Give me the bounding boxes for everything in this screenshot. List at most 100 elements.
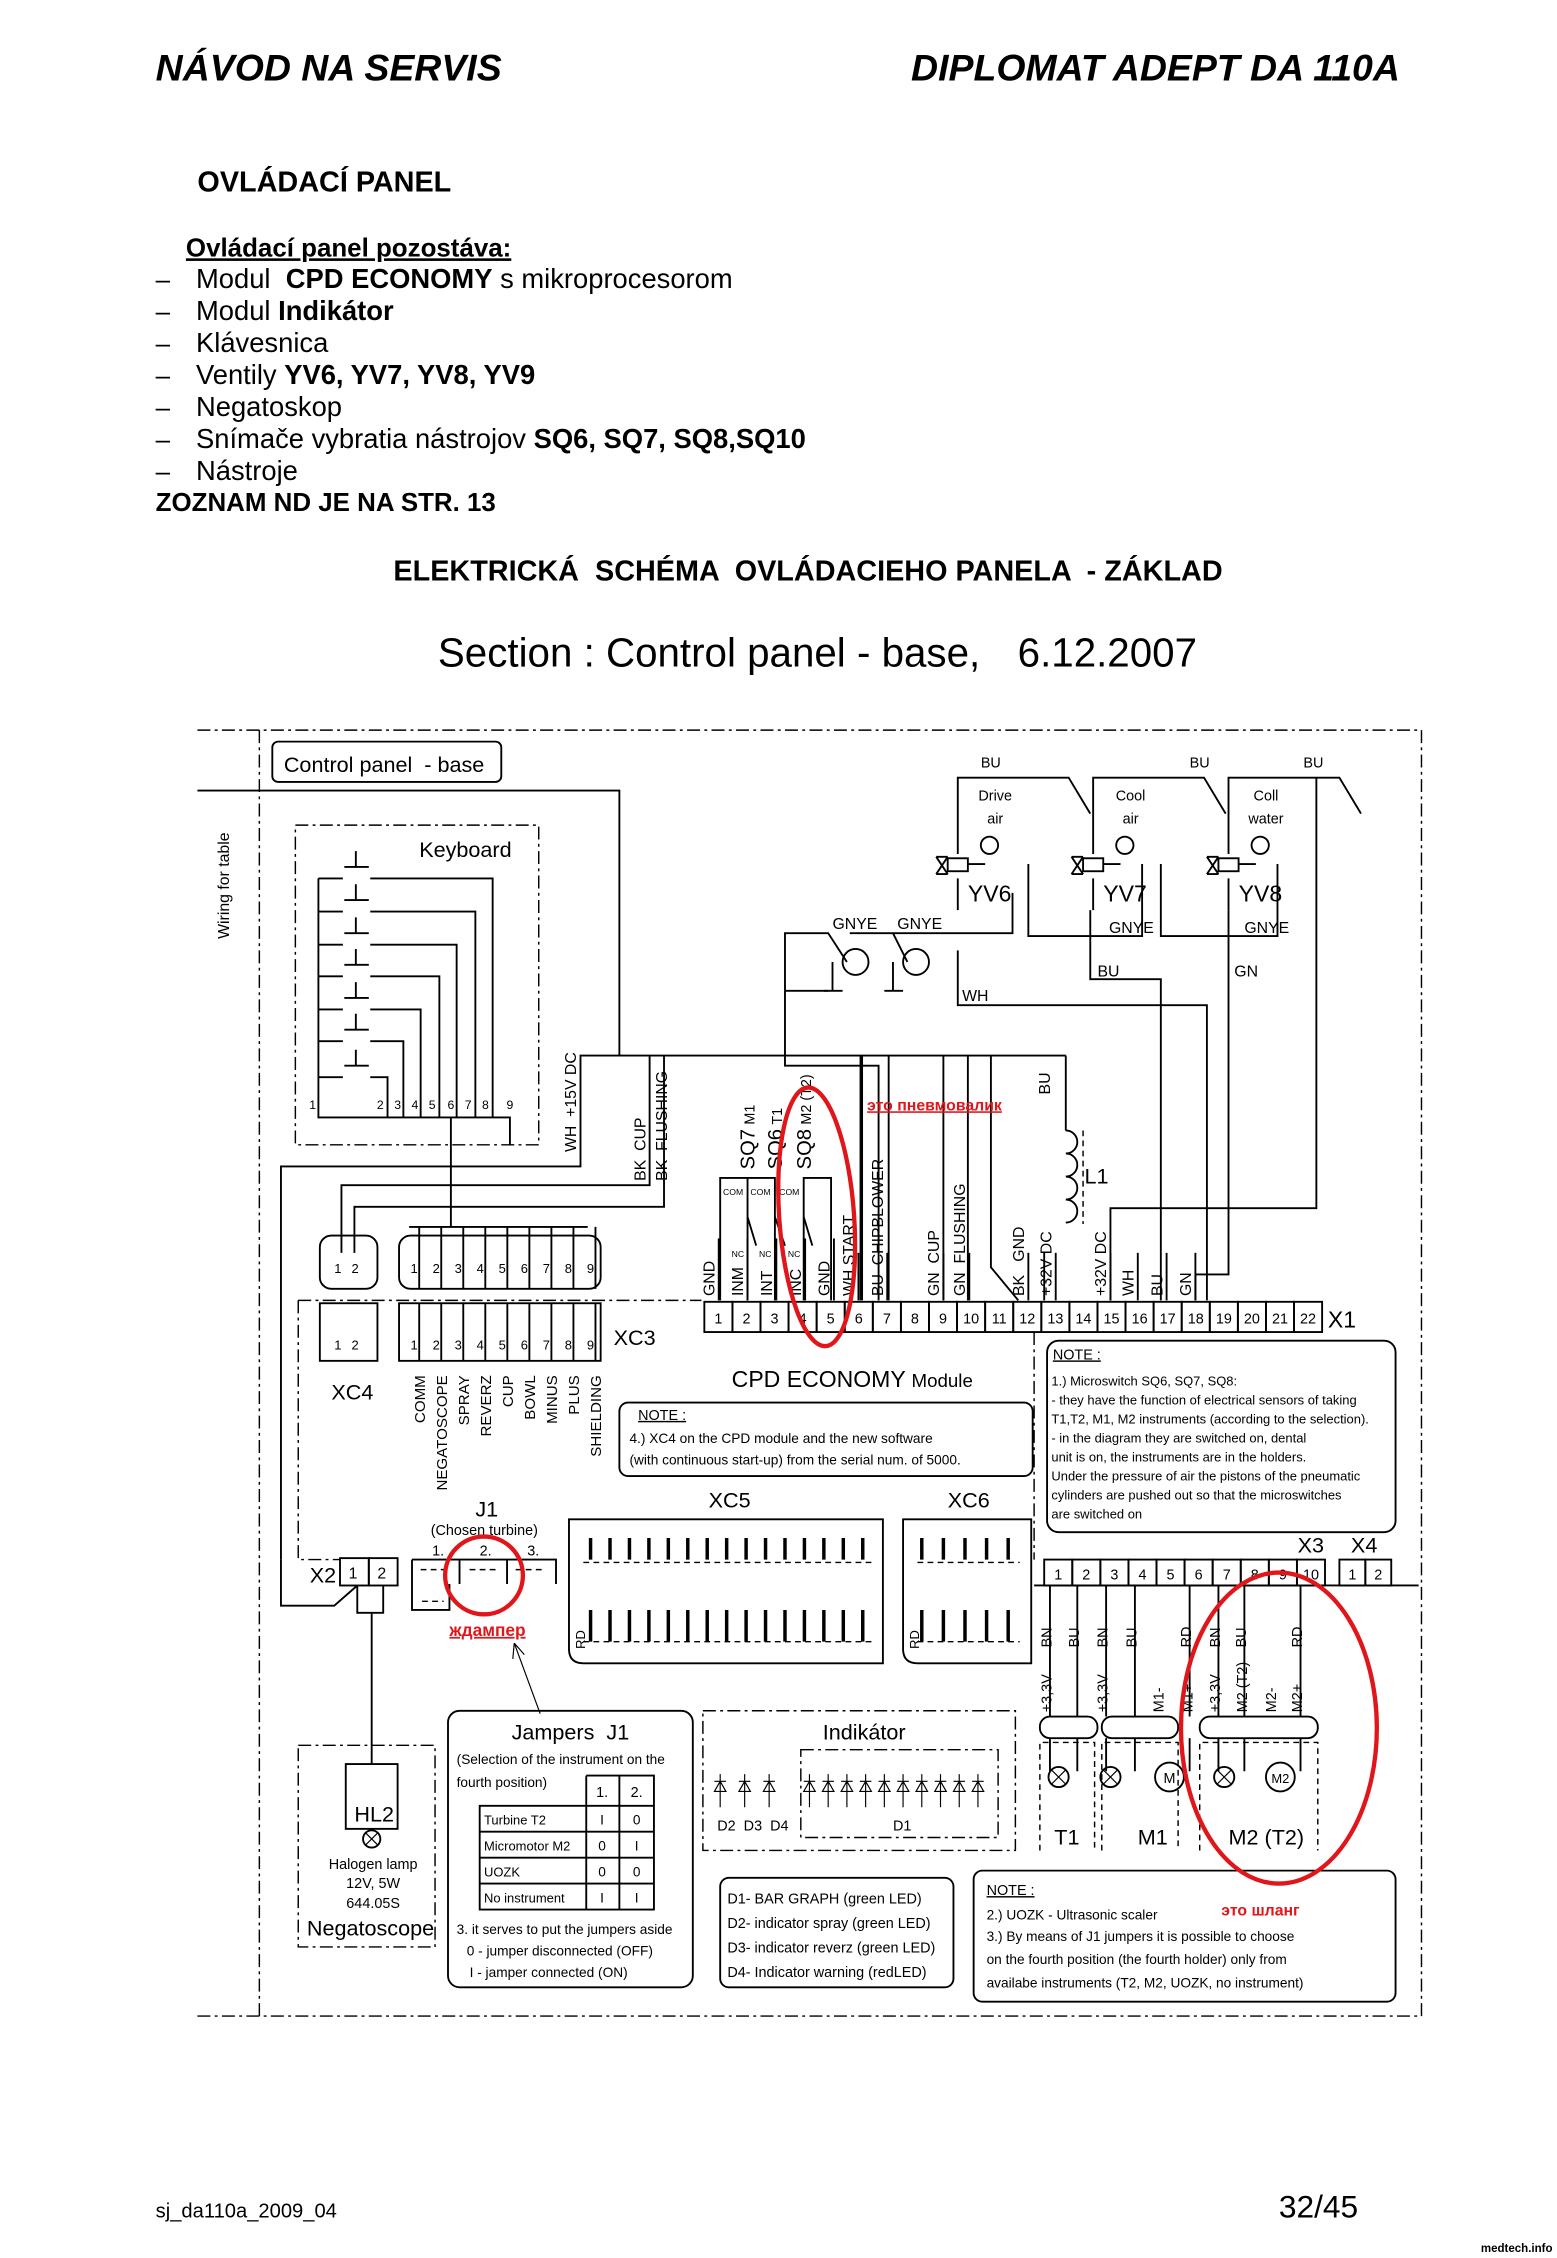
key-switch-icon	[344, 1049, 369, 1067]
instrument-m2: M2 (T2)	[1229, 1825, 1305, 1850]
keyboard-label: Keyboard	[419, 837, 511, 862]
xc3-pin-label: 4	[477, 1337, 484, 1352]
xc3-signal-label: COMM	[412, 1375, 429, 1423]
terminal-pin-label: 9	[1279, 1568, 1287, 1584]
valve-wiring	[784, 777, 1318, 1301]
note-line: are switched on	[1051, 1506, 1142, 1521]
note-4: NOTE : 4.) XC4 on the CPD module and the…	[618, 1401, 1034, 1477]
xc3-pin-label: 9	[587, 1337, 594, 1352]
x1-wire-label: GN FLUSHING	[952, 1183, 969, 1296]
xc3-pin-label: 6	[521, 1337, 528, 1352]
led-icon	[877, 1774, 892, 1808]
xc3-pin-label: 8	[565, 1337, 572, 1352]
list-item: Modul CPD ECONOMY s mikroprocesorom	[196, 263, 733, 294]
footer-page-number: 32/45	[1279, 2189, 1358, 2225]
svg-text:XC5: XC5	[709, 1488, 751, 1513]
jumper-cell: 0	[633, 1864, 641, 1879]
keyboard-pin-label: 2	[377, 1098, 384, 1112]
svg-text:XC6: XC6	[948, 1488, 990, 1513]
terminal-pin-label: 6	[855, 1311, 863, 1327]
xc3-pin-label: 4	[477, 1261, 484, 1276]
valve-wire	[1227, 776, 1362, 854]
keyboard-pin-label: 5	[429, 1098, 436, 1112]
xc3-pin-label: 9	[587, 1261, 594, 1276]
keyboard-pin-label: 1	[309, 1098, 316, 1112]
svg-text:2: 2	[377, 1565, 386, 1582]
annotation-circle-m2	[1178, 1570, 1380, 1886]
svg-text:1.: 1.	[432, 1543, 444, 1559]
x1-wire-label: WH	[1120, 1270, 1137, 1296]
x1-wire-label: BU CHIPBLOWER	[870, 1159, 887, 1296]
terminal-pin-label: 15	[1104, 1311, 1120, 1327]
svg-text:D2- indicator spray (green LED: D2- indicator spray (green LED)	[727, 1916, 930, 1932]
list-item: Negatoskop	[196, 391, 342, 422]
xc3-pin-label: 7	[543, 1261, 550, 1276]
xc3-signal-label: SPRAY	[456, 1375, 473, 1425]
note-line: 1.) Microswitch SQ6, SQ7, SQ8:	[1051, 1373, 1237, 1388]
solenoid-icon	[1082, 857, 1105, 873]
x3-signal-label: M2 (T2)	[1235, 1662, 1251, 1712]
list-item-bold: SQ6, SQ7, SQ8,SQ10	[534, 423, 806, 454]
terminal-pin-label: 3	[1110, 1568, 1118, 1584]
jumper-cell: 0	[598, 1838, 606, 1853]
x3-signal-label: M2+	[1290, 1684, 1306, 1712]
connector-xc3-label: XC3	[614, 1325, 656, 1350]
valve-earth-label: GNYE	[1244, 920, 1289, 937]
xc3-pin-label: 1	[411, 1261, 418, 1276]
note-line: cylinders are pushed out so that the mic…	[1051, 1487, 1342, 1502]
com-label: COM	[750, 1187, 770, 1197]
header-left: NÁVOD NA SERVIS	[156, 47, 502, 89]
terminal-pin-label: 8	[911, 1311, 919, 1327]
x3-signal-label: +3,3V	[1039, 1674, 1055, 1712]
list-dash: –	[156, 298, 171, 326]
components-list: –Modul CPD ECONOMY s mikroprocesorom–Mod…	[156, 263, 806, 486]
xc3-signal-label: SHIELDING	[588, 1375, 605, 1456]
valve-symbol-icon	[1206, 855, 1230, 911]
svg-text:2.: 2.	[631, 1785, 643, 1801]
svg-text:12V, 5W: 12V, 5W	[346, 1876, 400, 1892]
instrument-m1: M1	[1138, 1825, 1168, 1850]
svg-text:D2 D3 D4: D2 D3 D4	[717, 1818, 788, 1834]
xc4-pin-label: 1	[334, 1261, 341, 1276]
list-item-text: Snímače vybratia nástrojov	[196, 423, 534, 454]
svg-text:fourth position): fourth position)	[457, 1775, 547, 1790]
xc3-pin-label: 3	[455, 1337, 462, 1352]
x3-wire-color: RD	[1290, 1627, 1306, 1648]
key-switch-icon	[344, 884, 369, 901]
svg-text:M: M	[1163, 1771, 1175, 1787]
terminal-pin-label: 18	[1188, 1311, 1204, 1327]
jumper-cell: I	[600, 1890, 604, 1905]
earth-icon	[841, 948, 870, 976]
terminal-pin-label: 2	[1082, 1568, 1090, 1584]
led-legend-box: D1- BAR GRAPH (green LED) D2- indicator …	[719, 1876, 955, 1989]
x1-wire-label: INT	[759, 1270, 776, 1296]
svg-text:D1: D1	[893, 1818, 911, 1834]
svg-text:X4: X4	[1351, 1532, 1377, 1557]
halogen-lamp-icon	[362, 1829, 382, 1849]
svg-text:RD: RD	[573, 1630, 588, 1649]
svg-text:1: 1	[349, 1565, 358, 1582]
terminal-pin-label: 13	[1047, 1311, 1063, 1327]
section-title: Section : Control panel - base,6.12.2007	[438, 630, 1197, 676]
jumper-row-name: No instrument	[484, 1890, 565, 1905]
valve-earth-label: GNYE	[1109, 920, 1154, 937]
terminal-pin-label: 5	[1167, 1568, 1175, 1584]
note-line: unit is on, the instruments are in the h…	[1051, 1449, 1306, 1464]
led-icon	[971, 1774, 985, 1808]
xc3-signal-label: REVERZ	[478, 1375, 495, 1436]
svg-text:Negatoscope: Negatoscope	[307, 1915, 434, 1940]
x1-wire-label: GND	[817, 1261, 834, 1296]
annotation-hose: это шланг	[1221, 1902, 1300, 1919]
svg-text:I - jamper connected (ON): I - jamper connected (ON)	[470, 1965, 628, 1980]
list-item: Snímače vybratia nástrojov SQ6, SQ7, SQ8…	[196, 423, 806, 454]
note-line: T1,T2, M1, M2 instruments (according to …	[1051, 1411, 1368, 1426]
led-icon	[737, 1774, 752, 1808]
list-item-text: Klávesnica	[196, 327, 329, 358]
terminal-cell	[1293, 1300, 1324, 1333]
svg-text:644.05S: 644.05S	[346, 1896, 400, 1912]
terminal-pin-label: 22	[1300, 1311, 1316, 1327]
lamp-icon	[1099, 1766, 1122, 1789]
svg-text:D4- Indicator warning (redLED): D4- Indicator warning (redLED)	[727, 1965, 926, 1981]
